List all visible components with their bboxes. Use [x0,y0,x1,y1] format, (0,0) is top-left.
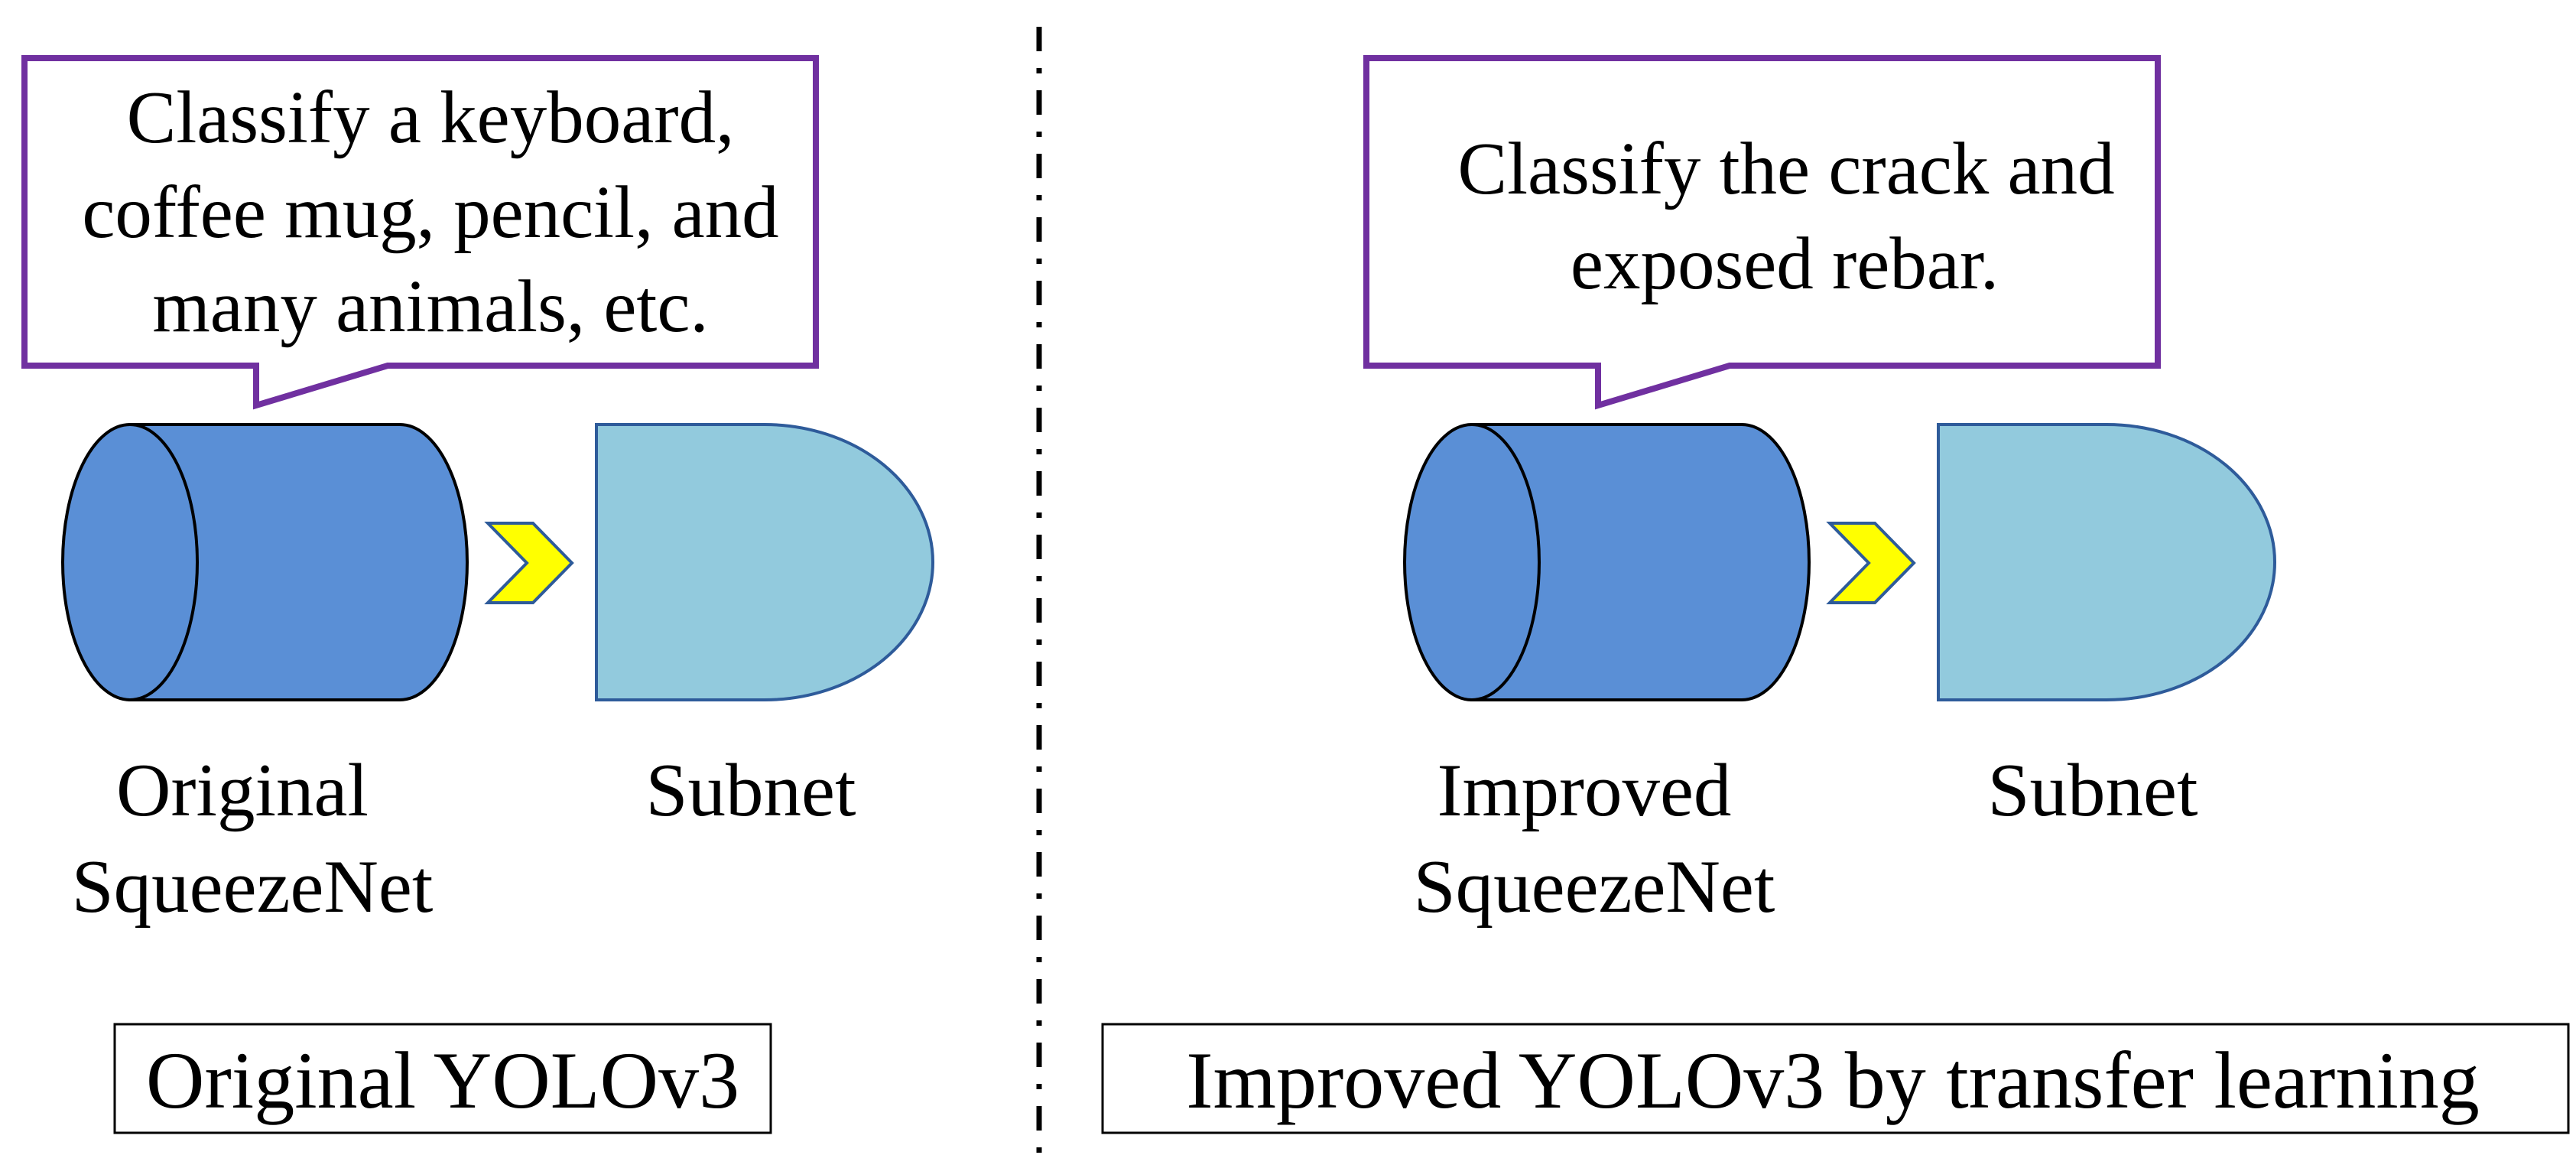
left-caption-text: Original YOLOv3 [146,1036,739,1125]
left-subnet-label: Subnet [645,749,856,832]
right-backbone-label-line-2: SqueezeNet [1414,845,1775,929]
right-backbone-label-line-1: Improved [1437,749,1732,832]
right-callout-line-2: exposed rebar. [1571,223,1999,304]
left-backbone-label-line-1: Original [116,749,369,832]
right-callout: Classify the crack and exposed rebar. [1363,55,2161,410]
left-callout-line-2: coffee mug, pencil, and [82,171,778,253]
right-caption-box [1101,1023,2570,1134]
left-caption-box [113,1023,772,1134]
left-callout-line-3: many animals, etc. [152,265,708,347]
right-callout-line-1: Classify the crack and [1457,128,2114,210]
left-subnet-shape [595,423,934,701]
left-callout: Classify a keyboard, coffee mug, pencil,… [21,55,819,410]
right-backbone-cylinder [1403,423,1811,701]
right-chevron-arrow [1826,522,1916,604]
right-callout-bubble [1363,55,2161,410]
left-chevron-arrow [484,522,574,604]
left-panel: Classify a keyboard, coffee mug, pencil,… [21,55,934,1134]
right-caption-text: Improved YOLOv3 by transfer learning [1186,1036,2480,1125]
right-subnet-shape [1937,423,2276,701]
left-callout-bubble [21,55,819,410]
right-panel: Classify the crack and exposed rebar. Im… [1101,55,2570,1134]
left-backbone-label-line-2: SqueezeNet [72,845,434,929]
left-backbone-cylinder [61,423,469,701]
right-subnet-label: Subnet [1987,749,2198,832]
left-callout-line-1: Classify a keyboard, [127,76,735,158]
